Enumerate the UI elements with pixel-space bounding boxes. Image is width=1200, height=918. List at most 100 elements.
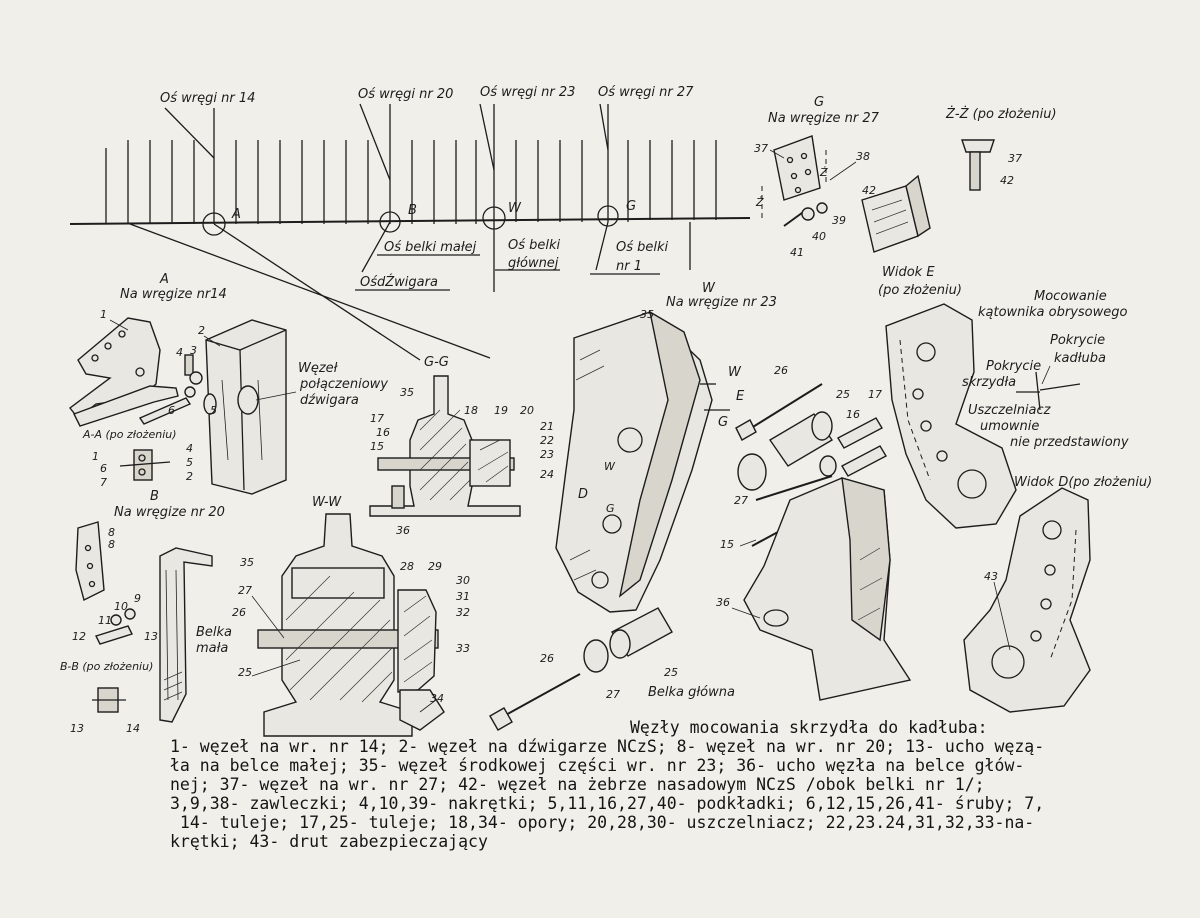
letter-w-arrow: W [728, 365, 742, 380]
widok-e-fitting [885, 303, 1017, 529]
part-number-31: 31 [456, 590, 470, 603]
label-os-belki-glownej-2: głównej [508, 256, 559, 271]
leader-lines [109, 149, 1011, 713]
view-g-subtitle: Na wręgize nr 27 [768, 111, 880, 126]
label-pokrycie-skrzydla-2: skrzydła [962, 375, 1016, 390]
circle-label-a: A [231, 207, 241, 222]
label-os-wregi-20: Oś wręgi nr 20 [358, 87, 453, 102]
label-os-belki-nr1-2: nr 1 [616, 259, 642, 274]
part-number-36: 36 [716, 596, 730, 609]
part-number-2-aa: 2 [186, 470, 193, 483]
section-gg-title: G-G [424, 355, 449, 370]
node-13-small-beam [159, 547, 213, 723]
label-os-wregi-14: Oś wręgi nr 14 [160, 91, 255, 106]
label-mocowanie-1: Mocowanie [1034, 289, 1107, 304]
circle-label-b: B [408, 203, 417, 218]
node-36-main-beam-ear [743, 477, 912, 701]
bolt-41-set [783, 202, 828, 227]
circle-label-w: W [508, 201, 522, 216]
part-number-25b: 25 [664, 666, 678, 679]
part-number-27b: 27 [606, 688, 620, 701]
part-number-40: 40 [812, 230, 826, 243]
label-pokrycie-kadluba-2: kadłuba [1054, 351, 1106, 366]
view-zz-title: Ż-Ż (po złożeniu) [945, 106, 1057, 122]
part-number-6-aa: 6 [100, 462, 107, 475]
skin-sketch [1016, 365, 1081, 411]
part-number-33: 33 [456, 642, 470, 655]
part-number-11: 11 [98, 614, 112, 627]
part-number-22: 22 [540, 434, 554, 447]
part-number-1: 1 [100, 308, 107, 321]
assembled-zz [961, 139, 995, 191]
view-bb-title: B-B (po złożeniu) [60, 660, 153, 673]
label-wezel-3: dźwigara [300, 393, 359, 408]
washer-27-upper [737, 453, 767, 491]
part-number-32: 32 [456, 606, 470, 619]
part-number-6: 6 [168, 404, 175, 417]
label-belka-glowna: Belka główna [648, 685, 735, 700]
part-number-43: 43 [984, 570, 998, 583]
part-number-4-aa: 4 [186, 442, 193, 455]
legend-line-1: 1- węzeł na wr. nr 14; 2- węzeł na dźwig… [170, 737, 1045, 756]
part-number-2: 2 [198, 324, 205, 337]
part-number-13b: 13 [70, 722, 84, 735]
letter-d-arrow: D [578, 487, 588, 502]
part-number-19: 19 [494, 404, 508, 417]
letter-z-left: Ż [755, 196, 764, 209]
label-belka-mala-1: Belka [196, 625, 232, 640]
part-number-15: 15 [370, 440, 384, 453]
letter-g-small: G [606, 502, 615, 515]
view-g-title: G [814, 95, 824, 110]
bolt-26-upper [735, 383, 823, 441]
part-number-16: 16 [376, 426, 390, 439]
node-8-bracket [75, 521, 136, 645]
part-number-10: 10 [114, 600, 128, 613]
label-wezel-2: połączeniowy [299, 377, 388, 392]
label-uszczelniacz-2: umownie [980, 419, 1039, 434]
legend-line-4: 3,9,38- zawleczki; 4,10,39- nakrętki; 5,… [170, 794, 1045, 813]
view-w-subtitle: Na wręgize nr 23 [666, 295, 777, 310]
part-number-35-gg: 35 [400, 386, 414, 399]
label-os-wregi-23: Oś wręgi nr 23 [480, 85, 575, 100]
part-number-26b: 26 [540, 652, 554, 665]
part-number-20: 20 [520, 404, 534, 417]
part-number-38: 38 [856, 150, 870, 163]
small-parts-a [138, 354, 203, 425]
part-number-28: 28 [400, 560, 414, 573]
part-number-41: 41 [790, 246, 804, 259]
section-ww-title: W-W [312, 495, 342, 510]
part-number-labels: 1 2 3 4 5 6 1 6 7 4 5 2 8 8 9 10 11 12 1… [70, 142, 1022, 735]
part-number-15b: 15 [720, 538, 734, 551]
part-number-8: 8 [108, 526, 115, 539]
letter-e-arrow: E [736, 389, 745, 404]
letter-z-right: Ż [819, 166, 828, 179]
part-number-42: 42 [862, 184, 876, 197]
widok-d-fitting [963, 487, 1091, 713]
view-b-subtitle: Na wręgize nr 20 [114, 505, 225, 520]
label-os-wregi-27: Oś wręgi nr 27 [598, 85, 694, 100]
part-number-3: 3 [190, 344, 197, 357]
washer-27-lower [583, 639, 609, 673]
label-wezel-1: Węzeł [298, 361, 339, 376]
part-number-36-gg: 36 [396, 524, 410, 537]
node-37-fitting [761, 135, 827, 220]
part-number-1-aa: 1 [92, 450, 99, 463]
legend-line-2: ła na belce małej; 35- węzeł środkowej c… [170, 756, 1025, 775]
part-number-37: 37 [754, 142, 768, 155]
part-number-30: 30 [456, 574, 470, 587]
part-number-18: 18 [464, 404, 478, 417]
bushing-25-upper [768, 411, 834, 467]
legend-line-6: krętki; 43- drut zabezpieczający [170, 832, 488, 851]
label-pokrycie-skrzydla-1: Pokrycie [986, 359, 1041, 374]
view-a-subtitle: Na wręgize nr14 [120, 287, 227, 302]
label-os-dzwigara: OśdŹwigara [360, 274, 438, 290]
label-uszczelniacz-3: nie przedstawiony [1010, 435, 1129, 450]
part-number-14: 14 [126, 722, 140, 735]
part-number-29: 29 [428, 560, 442, 573]
part-number-16b: 16 [846, 408, 860, 421]
part-number-27-ww: 27 [238, 584, 252, 597]
widok-e-title: Widok E [882, 265, 935, 280]
part-number-26: 26 [774, 364, 788, 377]
part-number-27: 27 [734, 494, 748, 507]
